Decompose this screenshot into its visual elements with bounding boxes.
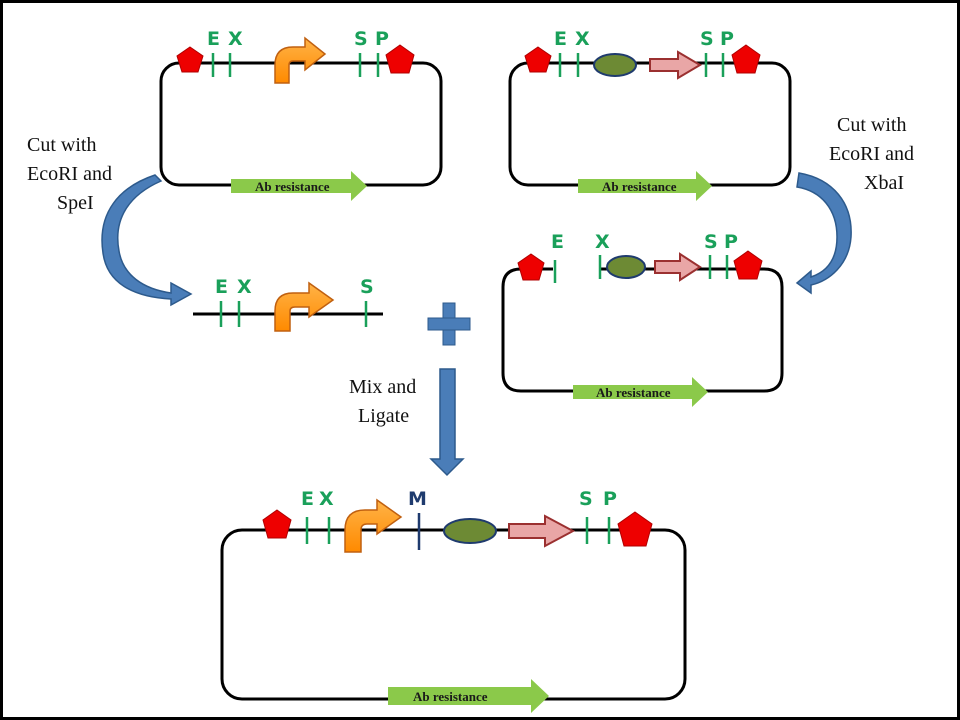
coding-arrow-icon [649,50,702,80]
site-x-label: X [237,276,252,298]
rbs-oval-icon [593,53,637,77]
rbs-oval-icon [443,518,497,544]
plasmid-rbs-coding: E X S P Ab resistance [508,28,792,201]
site-e-label: E [215,276,228,298]
promoter-arrow-icon [274,281,335,332]
site-p-label: P [720,28,734,50]
coding-arrow-icon [508,514,576,548]
promoter-arrow-icon [274,36,327,84]
cut-right-line-1: Cut with [837,114,906,136]
resistance-label: Ab resistance [602,179,677,194]
pentagon-icon [176,46,204,73]
resistance-label: Ab resistance [255,179,330,194]
site-p-label: P [603,488,617,510]
site-s-label: S [704,231,718,253]
cut-right-line-3: XbaI [864,172,904,194]
pentagon-icon [524,46,552,73]
resistance-gene-arrow [388,679,549,713]
site-s-label: S [579,488,593,510]
cut-step-right: Cut with EcoRI and XbaI [795,114,914,295]
site-s-label: S [700,28,714,50]
site-e-label: E [207,28,220,50]
site-e-label: E [554,28,567,50]
resistance-gene-arrow [578,171,712,201]
plasmid-backbone [220,528,687,701]
site-m-label: M [408,488,427,510]
site-e-label: E [301,488,314,510]
cut-left-line-1: Cut with [27,134,96,156]
cut-left-line-3: SpeI [57,192,94,214]
plus-icon [427,302,471,346]
pentagon-icon [733,250,763,280]
site-s-label: S [360,276,374,298]
promoter-fragment: E X S [193,276,383,332]
plasmid-backbone [508,61,792,187]
cut-left-line-2: EcoRI and [27,163,112,185]
ligate-step: Mix and Ligate [349,368,465,477]
mix-line-1: Mix and [349,376,416,398]
cut-step-left: Cut with EcoRI and SpeI [27,134,193,307]
promoter-arrow-icon [344,498,403,553]
resistance-gene-arrow [231,171,367,201]
pentagon-icon [617,511,653,547]
curved-process-arrow [795,172,852,295]
rbs-oval-icon [606,255,646,279]
cut-vector: E X S P Ab resistance [501,231,784,407]
plasmid-promoter: E X S P Ab resistance [159,28,443,201]
pentagon-icon [517,253,545,281]
site-e-label: E [551,231,564,253]
site-x-label: X [575,28,590,50]
plasmid-composite: E X M S P Ab resistance [220,488,687,713]
biobrick-assembly-diagram: E X S P Ab resistance E X S P Ab resista… [27,28,914,713]
site-p-label: P [724,231,738,253]
plasmid-backbone-open [501,267,784,393]
pentagon-icon [385,44,415,74]
pentagon-icon [262,509,292,539]
site-x-label: X [228,28,243,50]
resistance-label: Ab resistance [413,689,488,704]
site-x-label: X [319,488,334,510]
resistance-gene-arrow [573,377,708,407]
site-x-label: X [595,231,610,253]
plasmid-backbone [159,61,443,187]
resistance-label: Ab resistance [596,385,671,400]
site-p-label: P [375,28,389,50]
site-s-label: S [354,28,368,50]
mix-line-2: Ligate [358,405,409,427]
down-process-arrow [429,368,465,477]
pentagon-icon [731,44,761,74]
curved-process-arrow [101,174,193,307]
cut-right-line-2: EcoRI and [829,143,914,165]
coding-arrow-icon [654,252,702,282]
